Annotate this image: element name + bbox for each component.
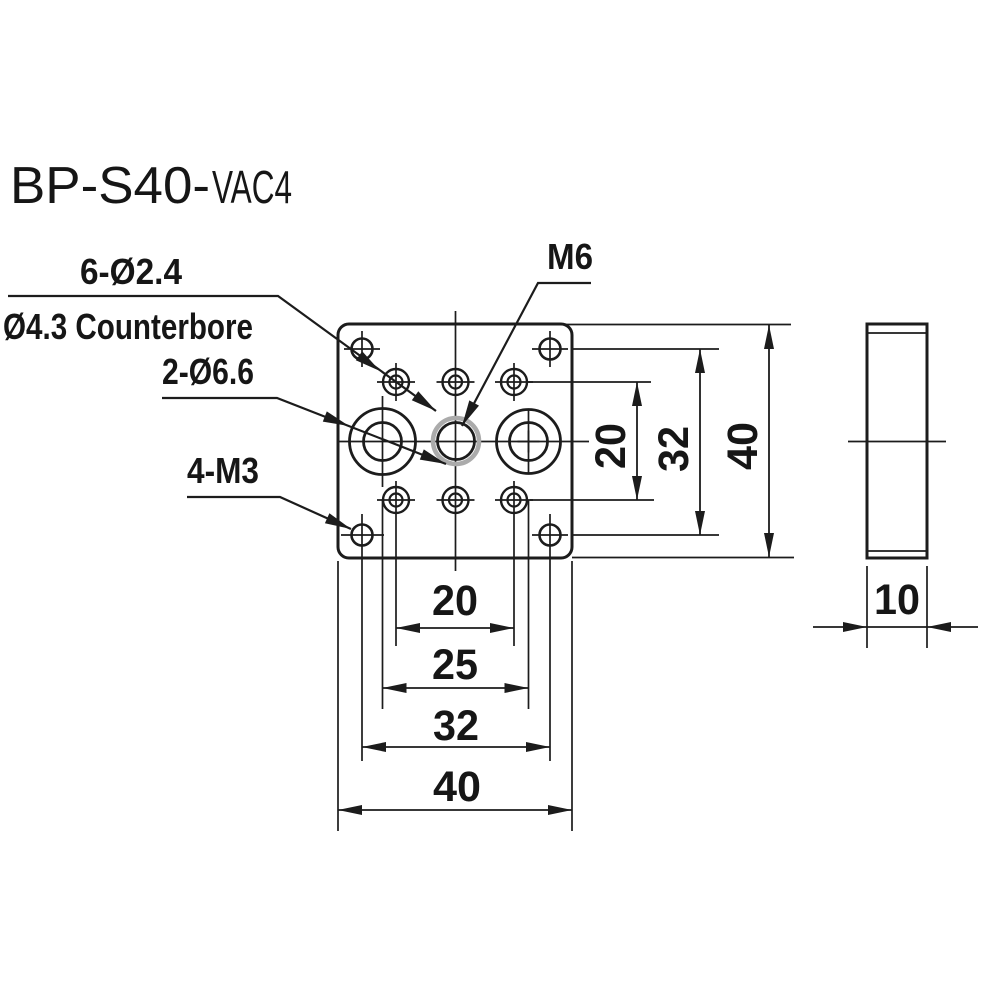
- side-view: [813, 322, 978, 648]
- front-view: [336, 311, 589, 571]
- through-holes: [348, 407, 562, 476]
- dim-right-32: 32: [650, 426, 698, 472]
- callout-corner-tapped-holes: 4-M3: [187, 450, 259, 491]
- callout-counterbore-spec: Ø4.3 Counterbore: [3, 306, 253, 347]
- dimension-lines: [338, 325, 774, 815]
- dim-side-thickness: 10: [874, 576, 920, 624]
- drawing-title-main: BP-S40-: [10, 157, 210, 215]
- corner-tapped-holes: [341, 331, 568, 556]
- dim-right-40: 40: [719, 422, 767, 470]
- dim-right-20: 20: [587, 423, 635, 469]
- drawing-title-suffix: VAC4: [212, 161, 292, 213]
- dim-bottom-32: 32: [433, 702, 479, 750]
- dim-bottom-20: 20: [432, 577, 478, 625]
- callout-through-holes: 2-Ø6.6: [162, 351, 254, 392]
- extension-lines: [337, 323, 794, 831]
- center-tapped-hole: [430, 415, 482, 467]
- centerlines: [337, 311, 589, 571]
- callout-center-tapped-hole: M6: [547, 236, 593, 277]
- dim-bottom-25: 25: [432, 641, 478, 689]
- callout-counterbore-holes: 6-Ø2.4: [80, 251, 182, 292]
- leader-lines: [8, 281, 591, 531]
- dim-bottom-40: 40: [433, 763, 481, 811]
